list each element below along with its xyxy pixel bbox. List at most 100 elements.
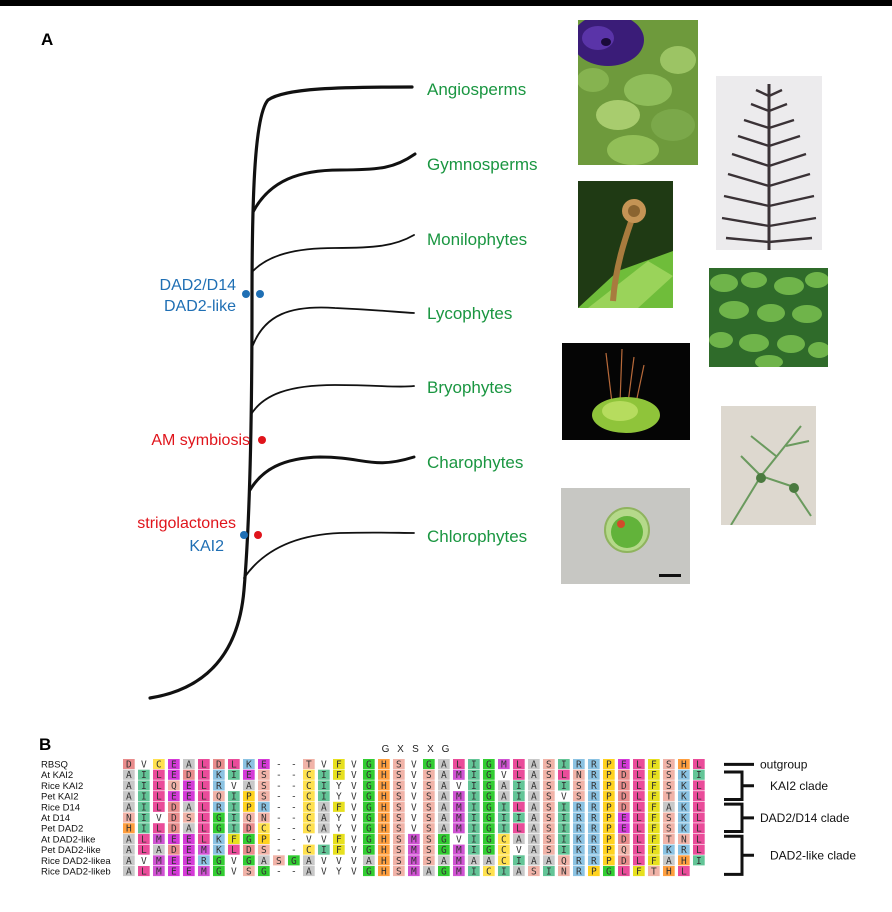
residue-cell [693, 812, 705, 823]
residue-cell [468, 791, 480, 802]
residue-letter: L [561, 770, 567, 781]
residue-letter: V [351, 824, 357, 835]
residue-cell [243, 801, 255, 812]
residue-letter: A [186, 824, 192, 835]
residue-cell [303, 801, 315, 812]
residue-cell [438, 812, 450, 823]
residue-letter: P [246, 792, 252, 803]
residue-letter: R [591, 760, 597, 771]
residue-cell [663, 812, 675, 823]
residue-letter: P [606, 845, 612, 856]
residue-letter: R [576, 802, 582, 813]
residue-letter: I [471, 824, 477, 835]
residue-letter: L [621, 867, 627, 878]
residue-cell [213, 855, 225, 866]
residue-cell [633, 801, 645, 812]
residue-letter: K [216, 834, 222, 845]
residue-letter: S [576, 792, 582, 803]
dad2-like-dot [256, 290, 264, 298]
residue-letter: A [546, 856, 552, 867]
residue-cell [588, 791, 600, 802]
residue-letter: - [291, 845, 297, 856]
residue-cell [198, 759, 210, 770]
residue-letter: D [171, 813, 177, 824]
residue-cell [468, 759, 480, 770]
residue-letter: A [531, 834, 537, 845]
residue-cell [483, 855, 495, 866]
residue-cell [528, 866, 540, 877]
residue-cell [633, 791, 645, 802]
residue-cell [408, 855, 420, 866]
residue-letter: I [561, 824, 567, 835]
residue-letter: A [321, 802, 327, 813]
residue-cell [378, 769, 390, 780]
residue-cell [198, 866, 210, 877]
residue-letter: N [681, 834, 687, 845]
residue-letter: E [621, 813, 627, 824]
residue-letter: H [681, 760, 687, 771]
residue-cell [153, 769, 165, 780]
residue-cell [468, 801, 480, 812]
residue-letter: V [351, 760, 357, 771]
residue-cell [543, 855, 555, 866]
residue-cell [603, 801, 615, 812]
residue-letter: - [291, 781, 297, 792]
residue-cell [408, 833, 420, 844]
residue-letter: H [126, 824, 132, 835]
residue-cell [363, 759, 375, 770]
residue-letter: V [501, 770, 507, 781]
residue-letter: L [156, 770, 162, 781]
residue-cell [498, 823, 510, 834]
residue-letter: E [171, 760, 177, 771]
residue-letter: P [261, 834, 267, 845]
residue-letter: G [486, 760, 492, 771]
residue-letter: H [681, 856, 687, 867]
residue-cell [378, 759, 390, 770]
residue-cell [138, 812, 150, 823]
residue-letter: K [681, 770, 687, 781]
residue-cell [543, 866, 555, 877]
residue-cell [438, 823, 450, 834]
residue-letter: V [231, 856, 237, 867]
motif-letter: G [442, 744, 450, 755]
residue-letter: I [471, 770, 477, 781]
residue-letter: S [666, 813, 672, 824]
residue-letter: S [261, 792, 267, 803]
residue-cell [303, 866, 315, 877]
residue-letter: A [531, 824, 537, 835]
residue-cell [693, 780, 705, 791]
residue-letter: Q [621, 845, 627, 856]
residue-letter: - [276, 770, 282, 781]
dad2-d14-dot [242, 290, 250, 298]
residue-letter: S [546, 760, 552, 771]
residue-letter: E [171, 867, 177, 878]
residue-letter: A [471, 856, 477, 867]
residue-cell [618, 801, 630, 812]
residue-letter: K [681, 813, 687, 824]
residue-letter: - [276, 824, 282, 835]
motif-letter: X [427, 744, 434, 755]
residue-cell [453, 812, 465, 823]
residue-cell [198, 823, 210, 834]
residue-letter: C [306, 770, 312, 781]
residue-letter: R [576, 856, 582, 867]
residue-letter: H [381, 856, 387, 867]
residue-cell [513, 855, 525, 866]
residue-cell [618, 780, 630, 791]
residue-letter: G [366, 845, 372, 856]
residue-cell [138, 833, 150, 844]
residue-letter: D [186, 770, 192, 781]
residue-cell [483, 769, 495, 780]
residue-cell [183, 812, 195, 823]
residue-cell [693, 833, 705, 844]
residue-letter: M [156, 834, 162, 845]
residue-letter: L [156, 802, 162, 813]
residue-letter: I [321, 792, 327, 803]
residue-letter: H [381, 867, 387, 878]
residue-letter: E [171, 792, 177, 803]
clade-bracket [724, 834, 754, 876]
residue-cell [633, 866, 645, 877]
residue-cell [423, 823, 435, 834]
residue-letter: - [276, 781, 282, 792]
taxon-lycophytes: Lycophytes [427, 304, 512, 323]
